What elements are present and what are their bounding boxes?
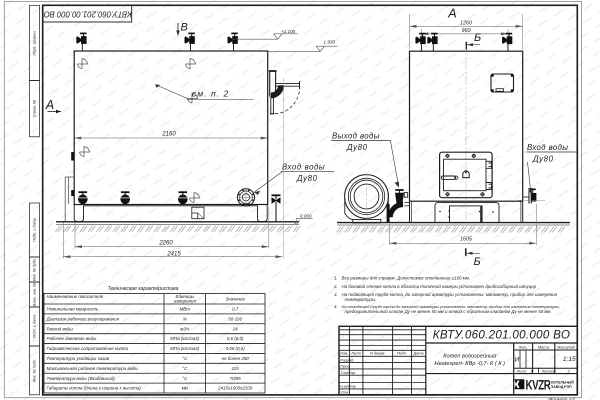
svg-text:+2.100: +2.100 (281, 29, 296, 34)
svg-text:Перв. примен.: Перв. примен. (33, 30, 37, 55)
svg-text:Лист: Лист (516, 370, 527, 374)
svg-text:МПа (кгс/см2): МПа (кгс/см2) (170, 346, 200, 351)
svg-text:Ду80: Ду80 (296, 174, 318, 183)
svg-text:Рабочее давление воды: Рабочее давление воды (47, 336, 97, 341)
svg-text:И: И (515, 357, 520, 364)
svg-text:МВт: МВт (180, 307, 191, 312)
svg-text:KVZR: KVZR (526, 377, 552, 393)
svg-text:Единицы: Единицы (176, 294, 195, 299)
svg-text:0,06 (0,6): 0,06 (0,6) (226, 346, 246, 351)
svg-text:3.: 3. (334, 292, 338, 297)
svg-text:Справ. №: Справ. № (33, 100, 37, 117)
svg-text:Подп.: Подп. (397, 351, 407, 355)
svg-text:4.: 4. (334, 304, 338, 309)
svg-text:Вход воды: Вход воды (527, 143, 568, 152)
svg-text:Максимальная рабочая температу: Максимальная рабочая температура воды (47, 366, 139, 371)
svg-text:0.000: 0.000 (300, 213, 312, 218)
svg-text:Расход воды: Расход воды (47, 326, 74, 331)
svg-text:Инв. № дубл.: Инв. № дубл. (33, 258, 37, 281)
svg-text:не более 250: не более 250 (222, 356, 250, 361)
svg-text:КВТУ.060.201.00.000 ВО: КВТУ.060.201.00.000 ВО (44, 9, 132, 18)
svg-text:Выход воды: Выход воды (332, 132, 380, 141)
svg-text:Значение: Значение (225, 297, 245, 302)
svg-text:1.: 1. (334, 276, 338, 281)
svg-text:Габариты котла (длина х ширина: Габариты котла (длина х ширина х высота) (47, 386, 142, 391)
svg-text:0,7: 0,7 (232, 307, 239, 312)
svg-text:Разраб.: Разраб. (340, 357, 354, 362)
svg-text:Наименование показателя: Наименование показателя (47, 294, 104, 299)
svg-text:2260: 2260 (158, 241, 173, 247)
svg-text:Гидравлическое сопротивление к: Гидравлическое сопротивление котла (47, 346, 129, 351)
svg-text:Все размеры для справок. Допус: Все размеры для справок. Допустимое откл… (342, 276, 471, 281)
svg-text:измерения: измерения (174, 299, 197, 304)
svg-text:предохранительный клапан Ду н: предохранительный клапан Ду не менее 50 … (345, 308, 552, 314)
svg-text:°С: °С (182, 376, 188, 381)
svg-text:2415: 2415 (166, 251, 181, 257)
svg-text:Температура воды (Вход/выход): Температура воды (Вход/выход) (47, 376, 116, 381)
svg-text:На подводящей трубе котла, д: На подводящей трубе котла, до запорной а… (342, 291, 558, 297)
svg-text:Ду80: Ду80 (532, 154, 554, 163)
svg-text:м3/ч: м3/ч (180, 326, 190, 331)
svg-text:Формат А3: Формат А3 (548, 397, 575, 400)
svg-text:2.: 2. (333, 284, 338, 289)
svg-text:Н.контр.: Н.контр. (340, 384, 356, 389)
svg-text:температуры.: температуры. (345, 297, 377, 302)
svg-text:Масса: Масса (538, 346, 549, 350)
svg-text:Масштаб: Масштаб (557, 346, 576, 350)
svg-text:1: 1 (530, 370, 532, 374)
svg-text:%: % (183, 316, 187, 321)
svg-text:Ду80: Ду80 (346, 143, 368, 152)
svg-text:Номинальная мощность: Номинальная мощность (47, 307, 100, 312)
svg-text:0,6 (6,0): 0,6 (6,0) (227, 336, 244, 341)
svg-text:2: 2 (567, 370, 571, 374)
svg-text:мм: мм (182, 386, 188, 391)
svg-text:см. п. 2: см. п. 2 (192, 89, 229, 99)
svg-text:N докум.: N докум. (370, 351, 385, 355)
svg-text:Диапазон рабочего регулировани: Диапазон рабочего регулирования (46, 316, 120, 321)
svg-text:1:15: 1:15 (563, 356, 576, 363)
svg-text:°С: °С (182, 366, 188, 371)
svg-text:1.930: 1.930 (324, 40, 336, 45)
svg-text:Инв. № подл.: Инв. № подл. (33, 359, 37, 383)
svg-text:2415х1605х2100: 2415х1605х2100 (217, 386, 253, 391)
svg-text:Подп. и дата: Подп. и дата (33, 218, 37, 242)
svg-text:ЗАВОД РЭП: ЗАВОД РЭП (551, 385, 572, 389)
svg-text:°С: °С (182, 356, 188, 361)
svg-text:КОТЕЛЬНЫЙ: КОТЕЛЬНЫЙ (551, 381, 574, 385)
svg-text:Подп. и дата: Подп. и дата (33, 315, 37, 339)
svg-text:Утв.: Утв. (340, 390, 349, 395)
svg-text:КВТУ.060.201.00.000 ВО: КВТУ.060.201.00.000 ВО (433, 329, 571, 342)
svg-text:1605: 1605 (460, 237, 472, 243)
svg-text:Б: Б (474, 256, 481, 268)
svg-text:А: А (45, 98, 54, 112)
svg-text:70/95: 70/95 (230, 376, 242, 381)
svg-text:1260: 1260 (460, 21, 472, 27)
svg-text:Техническая характеристика: Техническая характеристика (108, 286, 179, 292)
svg-text:МПа (кгс/см2): МПа (кгс/см2) (170, 336, 200, 341)
svg-text:Вход воды: Вход воды (282, 163, 325, 172)
svg-text:Котел водогрейный: Котел водогрейный (443, 353, 496, 360)
svg-text:Лист: Лист (350, 351, 361, 355)
svg-text:В: В (181, 22, 188, 34)
svg-text:Б: Б (474, 32, 481, 44)
svg-text:Т.контр.: Т.контр. (340, 370, 356, 375)
svg-text:Взам. инв. №: Взам. инв. № (33, 283, 37, 306)
svg-text:Пров.: Пров. (340, 364, 350, 369)
svg-text:Дата: Дата (413, 351, 424, 355)
svg-text:На боковой стенке котла в обла: На боковой стенке котла в области топочн… (342, 283, 537, 289)
svg-text:Изм.: Изм. (340, 351, 348, 355)
svg-text:115: 115 (232, 366, 240, 371)
svg-text:А: А (447, 6, 456, 20)
svg-text:24: 24 (232, 326, 238, 331)
svg-text:На отводящей трубе котла,до за: На отводящей трубе котла,до запорной арм… (342, 304, 560, 309)
svg-text:Лит.: Лит. (518, 346, 528, 350)
svg-text:960: 960 (462, 28, 471, 34)
svg-text:2160: 2160 (161, 132, 176, 138)
svg-text:Листов: Листов (541, 370, 556, 374)
svg-text:50-100: 50-100 (228, 316, 242, 321)
svg-text:Температура уходящих газов: Температура уходящих газов (47, 356, 110, 361)
svg-text:Heatexpert- КВр -0,7- К ( К ): Heatexpert- КВр -0,7- К ( К ) (435, 361, 506, 367)
